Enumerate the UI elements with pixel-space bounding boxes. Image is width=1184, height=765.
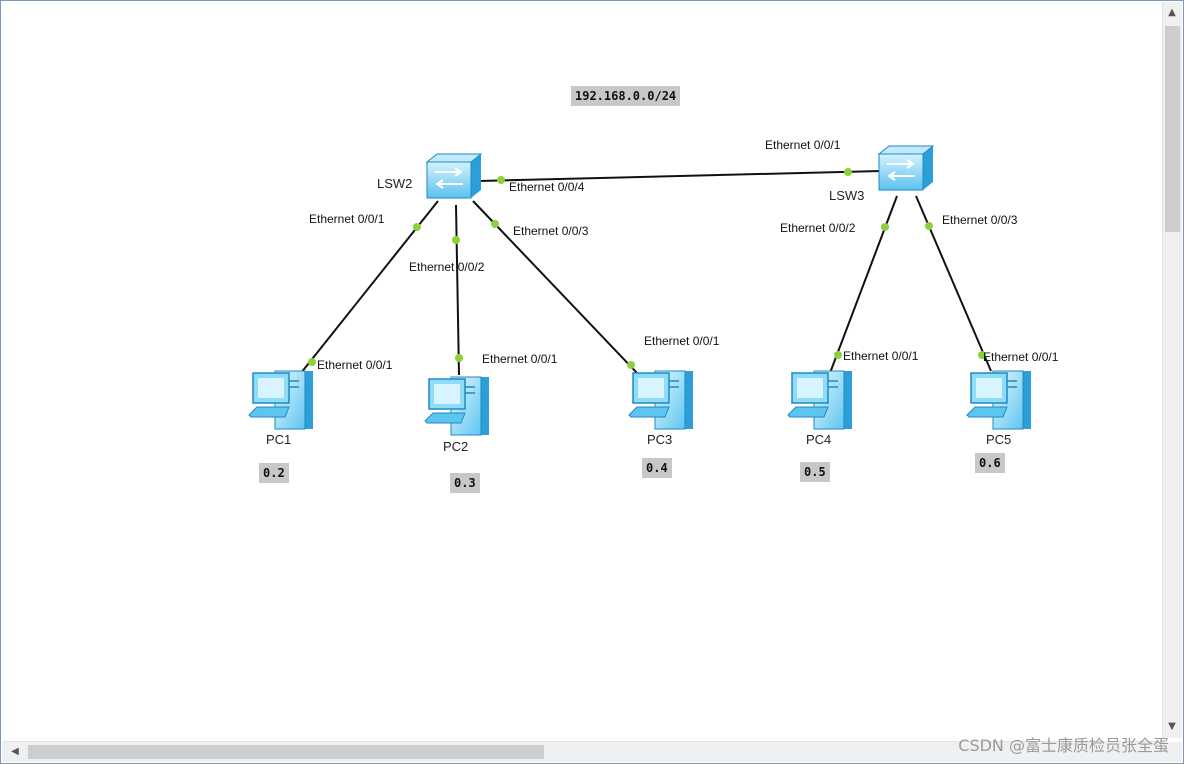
pc3-ip-label: 0.4 (642, 458, 672, 478)
pc-name-pc1: PC1 (266, 432, 292, 447)
link-lsw2-pc2[interactable] (455, 204, 460, 376)
switch-lsw2-icon[interactable] (425, 153, 483, 199)
port-label: Ethernet 0/0/3 (942, 213, 1018, 227)
port-dot (978, 351, 986, 359)
link-lsw2-pc3[interactable] (472, 200, 638, 374)
port-dot (834, 351, 842, 359)
network-label: 192.168.0.0/24 (571, 86, 681, 106)
port-dot (308, 358, 316, 366)
port-label: Ethernet 0/0/1 (765, 138, 841, 152)
horizontal-scrollbar[interactable]: ◀ (2, 741, 1164, 762)
switch-lsw3-icon[interactable] (877, 145, 935, 191)
pc2-ip-label: 0.3 (450, 473, 480, 493)
pc4-ip-label: 0.5 (800, 462, 830, 482)
port-dot (881, 223, 889, 231)
pc1-icon[interactable] (248, 370, 313, 430)
port-dot (844, 168, 852, 176)
port-label: Ethernet 0/0/1 (983, 350, 1059, 364)
pc-name-pc4: PC4 (806, 432, 832, 447)
horizontal-scroll-thumb[interactable] (28, 745, 544, 759)
watermark: CSDN @富士康质检员张全蛋 (958, 736, 1169, 755)
port-dot (627, 361, 635, 369)
port-label: Ethernet 0/0/1 (317, 358, 393, 372)
vertical-scrollbar[interactable]: ▲ ▼ (1162, 2, 1182, 738)
port-dot (497, 176, 505, 184)
port-label: Ethernet 0/0/2 (409, 260, 485, 274)
port-label: Ethernet 0/0/1 (843, 349, 919, 363)
pc5-icon[interactable] (966, 370, 1031, 430)
pc-name-pc2: PC2 (443, 439, 469, 454)
pc2-icon[interactable] (424, 376, 489, 436)
port-dot (452, 236, 460, 244)
port-label: Ethernet 0/0/4 (509, 180, 585, 194)
port-dot (925, 222, 933, 230)
vertical-scroll-thumb[interactable] (1165, 26, 1180, 232)
pc3-icon[interactable] (628, 370, 693, 430)
port-label: Ethernet 0/0/1 (309, 212, 385, 226)
pc1-ip-label: 0.2 (259, 463, 289, 483)
link-lsw2-lsw3[interactable] (478, 170, 882, 182)
pc-name-pc5: PC5 (986, 432, 1012, 447)
pc4-icon[interactable] (787, 370, 852, 430)
port-dot (455, 354, 463, 362)
scroll-left-icon[interactable]: ◀ (11, 746, 19, 757)
port-dot (491, 220, 499, 228)
pc5-ip-label: 0.6 (975, 453, 1005, 473)
port-label: Ethernet 0/0/3 (513, 224, 589, 238)
port-dot (413, 223, 421, 231)
switch-name-lsw3: LSW3 (829, 188, 865, 203)
port-label: Ethernet 0/0/2 (780, 221, 856, 235)
switch-name-lsw2: LSW2 (377, 176, 413, 191)
port-label: Ethernet 0/0/1 (482, 352, 558, 366)
scroll-up-icon[interactable]: ▲ (1168, 7, 1176, 18)
scrollbar-corner (1162, 742, 1182, 762)
port-label: Ethernet 0/0/1 (644, 334, 720, 348)
scroll-down-icon[interactable]: ▼ (1168, 721, 1176, 732)
pc-name-pc3: PC3 (647, 432, 673, 447)
